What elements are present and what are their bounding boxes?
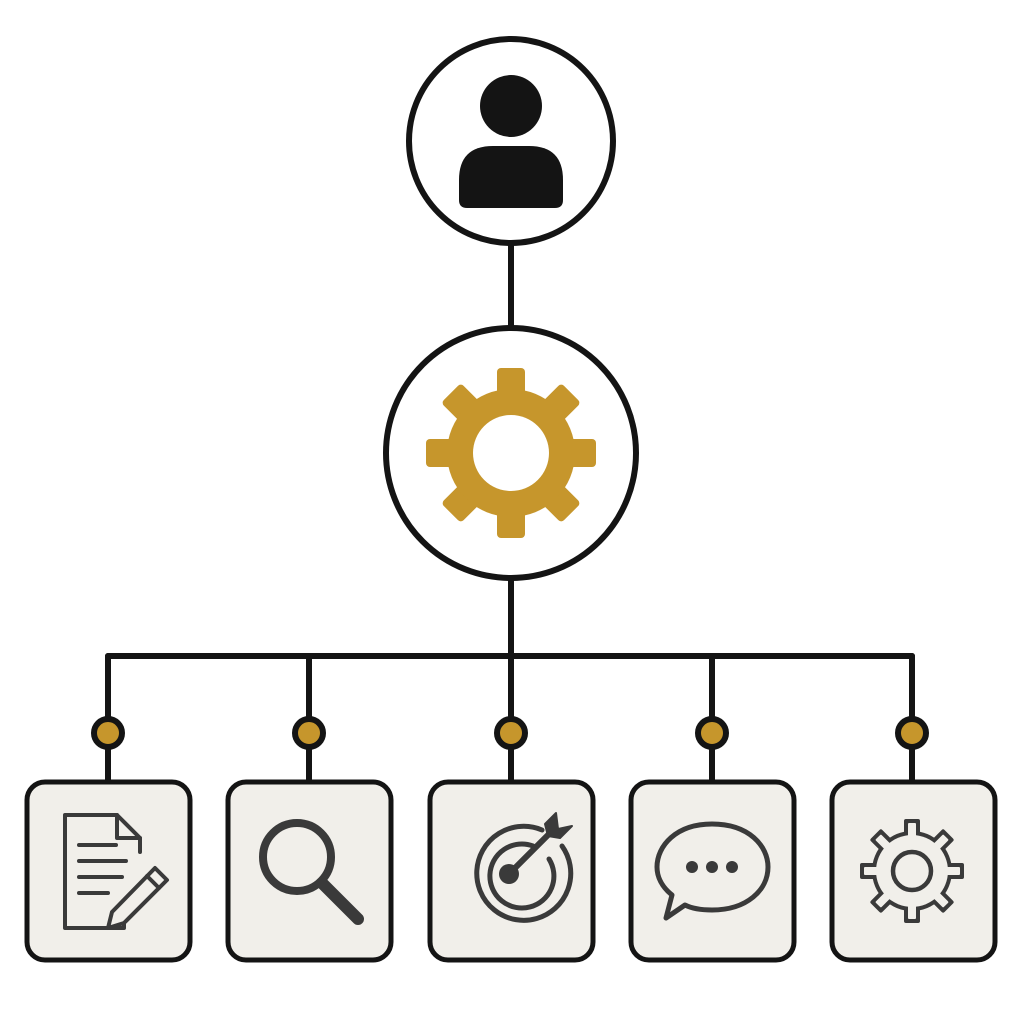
junction-dot-2 — [292, 716, 326, 750]
child-tile-document[interactable] — [24, 779, 193, 963]
search-icon — [259, 819, 364, 925]
junction-dot-4 — [695, 716, 729, 750]
child-tile-chat[interactable] — [628, 779, 797, 963]
gear-outline-icon — [860, 819, 964, 923]
child-tile-document-box — [24, 779, 193, 963]
junction-dot-5 — [895, 716, 929, 750]
child-tile-settings[interactable] — [829, 779, 998, 963]
child-tiles — [24, 779, 998, 963]
junction-dots — [91, 716, 929, 750]
gear-icon — [426, 368, 596, 538]
target-icon — [474, 812, 574, 923]
user-icon — [459, 75, 563, 208]
junction-dot-1 — [91, 716, 125, 750]
root-node-circle — [406, 36, 616, 246]
chat-bubble-icon — [654, 821, 771, 921]
junction-dot-3 — [494, 716, 528, 750]
document-edit-icon — [63, 813, 169, 930]
child-tile-search-box — [225, 779, 394, 963]
child-tile-target[interactable] — [427, 779, 596, 963]
root-node[interactable] — [406, 36, 616, 246]
child-tile-search[interactable] — [225, 779, 394, 963]
hub-node[interactable] — [383, 325, 639, 581]
gear-icon-hole — [473, 415, 549, 491]
